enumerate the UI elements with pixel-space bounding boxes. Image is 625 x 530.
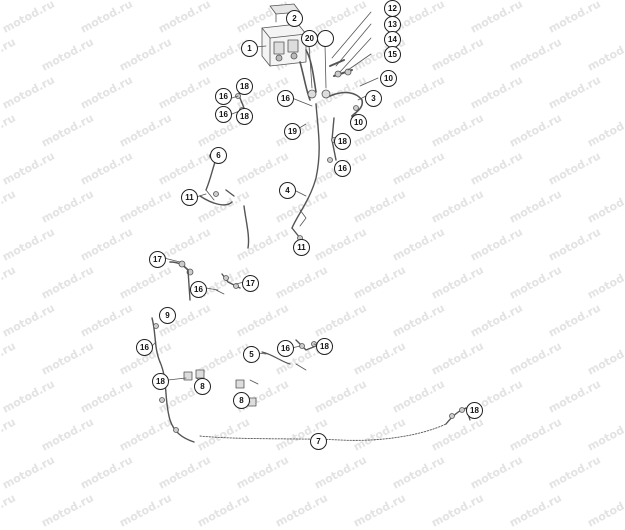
callout-part-16: 16: [190, 281, 207, 298]
watermark-text: motod.ru: [507, 491, 564, 530]
callout-part-12: 12: [384, 0, 401, 17]
callout-part-18: 18: [236, 108, 253, 125]
abs-unit-drawing: [261, 3, 317, 101]
callout-part-16: 16: [334, 160, 351, 177]
callout-part-5: 5: [243, 346, 260, 363]
callout-part-18: 18: [466, 402, 483, 419]
callout-part-16: 16: [277, 340, 294, 357]
callout-part-18: 18: [236, 78, 253, 95]
callout-part-4: 4: [279, 182, 296, 199]
callout-part-16: 16: [215, 106, 232, 123]
callout-part-7: 7: [310, 433, 327, 450]
callout-part-1: 1: [241, 40, 258, 57]
callout-part-20: [317, 30, 334, 47]
callout-part-14: 14: [384, 31, 401, 48]
callout-part-15: 15: [384, 46, 401, 63]
callout-part-16: 16: [136, 339, 153, 356]
callout-part-8: 8: [194, 378, 211, 395]
callout-part-6: 6: [210, 147, 227, 164]
callout-part-10: 10: [380, 70, 397, 87]
watermark-text: motod.ru: [585, 491, 625, 530]
callout-part-18: 18: [152, 373, 169, 390]
watermark-text: motod.ru: [39, 491, 96, 530]
parts-drawing: [150, 3, 471, 443]
callout-part-17: 17: [242, 275, 259, 292]
callout-part-17: 17: [149, 251, 166, 268]
callout-part-16: 16: [215, 88, 232, 105]
callout-part-9: 9: [159, 307, 176, 324]
watermark-text: motod.ru: [273, 491, 330, 530]
callout-part-2: 2: [286, 10, 303, 27]
callout-part-19: 20: [301, 30, 318, 47]
watermark-text: motod.ru: [117, 491, 174, 530]
callout-part-8: 8: [233, 392, 250, 409]
callout-part-16: 16: [277, 90, 294, 107]
watermark-text: motod.ru: [351, 491, 408, 530]
callout-part-10: 10: [350, 114, 367, 131]
callout-part-3: 3: [365, 90, 382, 107]
watermark-text: motod.ru: [0, 491, 18, 530]
callout-part-18: 19: [284, 123, 301, 140]
callout-part-11: 11: [293, 239, 310, 256]
watermark-text: motod.ru: [195, 491, 252, 530]
callout-part-18: 18: [316, 338, 333, 355]
callout-part-11: 11: [181, 189, 198, 206]
callout-part-18: 18: [334, 133, 351, 150]
watermark-text: motod.ru: [429, 491, 486, 530]
